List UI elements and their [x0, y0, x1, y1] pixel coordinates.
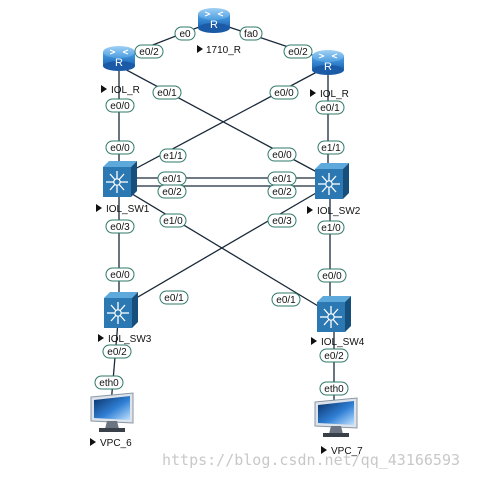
- switch-iol-sw3[interactable]: IOL_SW3: [98, 291, 152, 345]
- svg-text:e0/2: e0/2: [288, 47, 308, 58]
- svg-text:e0/1: e0/1: [320, 103, 340, 114]
- node-label: IOL_R: [111, 85, 140, 96]
- svg-text:e0/3: e0/3: [272, 216, 292, 227]
- node-label: VPC_6: [100, 438, 132, 449]
- svg-text:e0/0: e0/0: [272, 150, 292, 161]
- svg-text:e0/2: e0/2: [162, 187, 182, 198]
- node-label: IOL_SW3: [108, 334, 152, 345]
- node-label: IOL_SW1: [106, 204, 150, 215]
- svg-text:e0/2: e0/2: [139, 47, 159, 58]
- watermark-text: https://blog.csdn.net/qq_43166593: [162, 451, 460, 469]
- switch-iol-sw2[interactable]: IOL_SW2: [307, 162, 361, 217]
- node-label: VPC_7: [331, 446, 363, 457]
- pc-monitor-icon: [314, 397, 358, 438]
- link-sw1-sw4: [118, 185, 329, 313]
- svg-text:e0/1: e0/1: [162, 174, 182, 185]
- port-sw3-e0-2: e0/2: [102, 344, 132, 359]
- port-sw2-e0-2: e0/2: [267, 184, 297, 199]
- port-sw1-e0-1: e0/1: [157, 171, 187, 186]
- port-1710-fa0: fa0: [239, 26, 263, 41]
- port-rr-e0-0: e0/0: [269, 85, 299, 100]
- pc-vpc7[interactable]: VPC_7: [314, 397, 363, 457]
- svg-text:e0/1: e0/1: [272, 174, 292, 185]
- svg-text:e0/0: e0/0: [110, 143, 130, 154]
- svg-text:e0/3: e0/3: [110, 222, 130, 233]
- port-sw3-e0-0: e0/0: [105, 267, 135, 282]
- node-label: 1710_R: [206, 45, 241, 56]
- port-sw1-e1-0: e1/0: [159, 213, 187, 228]
- link-rr-sw1: [117, 65, 329, 179]
- router-iol-left[interactable]: IOL_R: [101, 45, 140, 96]
- port-sw2-e1-0: e1/0: [317, 220, 345, 235]
- link-sw2-sw3: [118, 185, 329, 309]
- router-iol-right[interactable]: IOL_R: [310, 49, 349, 100]
- svg-text:e1/0: e1/0: [321, 223, 341, 234]
- svg-text:fa0: fa0: [244, 29, 258, 40]
- port-sw4-e0-1: e0/1: [271, 292, 301, 307]
- svg-text:e0/1: e0/1: [157, 88, 177, 99]
- links-layer: [109, 21, 335, 420]
- port-labels: e0/2 e0 fa0 e0/2 e0/1 e0/0 e0/0 e0/1 e0/…: [94, 26, 349, 396]
- pc-monitor-icon: [90, 392, 134, 433]
- router-icon: [311, 49, 345, 76]
- port-sw2-e0-1: e0/1: [267, 171, 297, 186]
- port-sw2-e1-1: e1/1: [317, 140, 345, 155]
- svg-text:e0/2: e0/2: [272, 187, 292, 198]
- port-rr-e0-1: e0/1: [315, 100, 345, 115]
- port-vpc6-eth0: eth0: [94, 375, 124, 390]
- port-1710-e0: e0: [174, 26, 196, 41]
- switch-iol-sw4[interactable]: IOL_SW4: [311, 295, 365, 348]
- svg-text:eth0: eth0: [99, 378, 119, 389]
- node-label: IOL_SW4: [321, 337, 365, 348]
- router-1710[interactable]: 1710_R: [197, 7, 241, 56]
- svg-text:e0: e0: [179, 29, 191, 40]
- svg-text:e0/2: e0/2: [107, 347, 127, 358]
- svg-text:e0/0: e0/0: [322, 271, 342, 282]
- port-sw1-e0-0: e0/0: [105, 140, 135, 155]
- port-sw1-e0-2: e0/2: [157, 184, 187, 199]
- port-sw4-e0-2: e0/2: [319, 348, 349, 363]
- svg-text:eth0: eth0: [324, 384, 344, 395]
- svg-text:e0/1: e0/1: [276, 295, 296, 306]
- svg-text:e1/1: e1/1: [163, 151, 183, 162]
- switch-icon: [316, 295, 352, 333]
- svg-text:e0/0: e0/0: [110, 270, 130, 281]
- switch-iol-sw1[interactable]: IOL_SW1: [96, 160, 150, 215]
- node-label: IOL_SW2: [317, 206, 361, 217]
- port-sw1-e0-3: e0/3: [105, 219, 135, 234]
- svg-text:e0/2: e0/2: [324, 351, 344, 362]
- switch-icon: [102, 160, 138, 198]
- port-sw1-e1-1: e1/1: [159, 148, 187, 163]
- port-sw2-e0-3: e0/3: [267, 213, 297, 228]
- port-vpc7-eth0: eth0: [319, 381, 349, 396]
- switch-icon: [314, 162, 350, 200]
- svg-text:e0/1: e0/1: [164, 293, 184, 304]
- port-sw2-e0-0: e0/0: [267, 147, 297, 162]
- pc-vpc6[interactable]: VPC_6: [90, 392, 134, 449]
- port-rl-e0-0: e0/0: [105, 98, 135, 113]
- router-icon: [102, 45, 136, 72]
- svg-text:e0/0: e0/0: [274, 88, 294, 99]
- svg-text:e1/0: e1/0: [163, 216, 183, 227]
- svg-text:e0/0: e0/0: [110, 101, 130, 112]
- port-rl-e0-2: e0/2: [134, 44, 164, 59]
- svg-text:e1/1: e1/1: [321, 143, 341, 154]
- port-rl-e0-1: e0/1: [152, 85, 182, 100]
- node-label: IOL_R: [320, 89, 349, 100]
- switch-icon: [103, 291, 139, 329]
- port-sw4-e0-0: e0/0: [317, 268, 347, 283]
- port-rr-e0-2: e0/2: [283, 44, 313, 59]
- port-sw3-e0-1: e0/1: [159, 290, 189, 305]
- router-icon: [197, 7, 231, 34]
